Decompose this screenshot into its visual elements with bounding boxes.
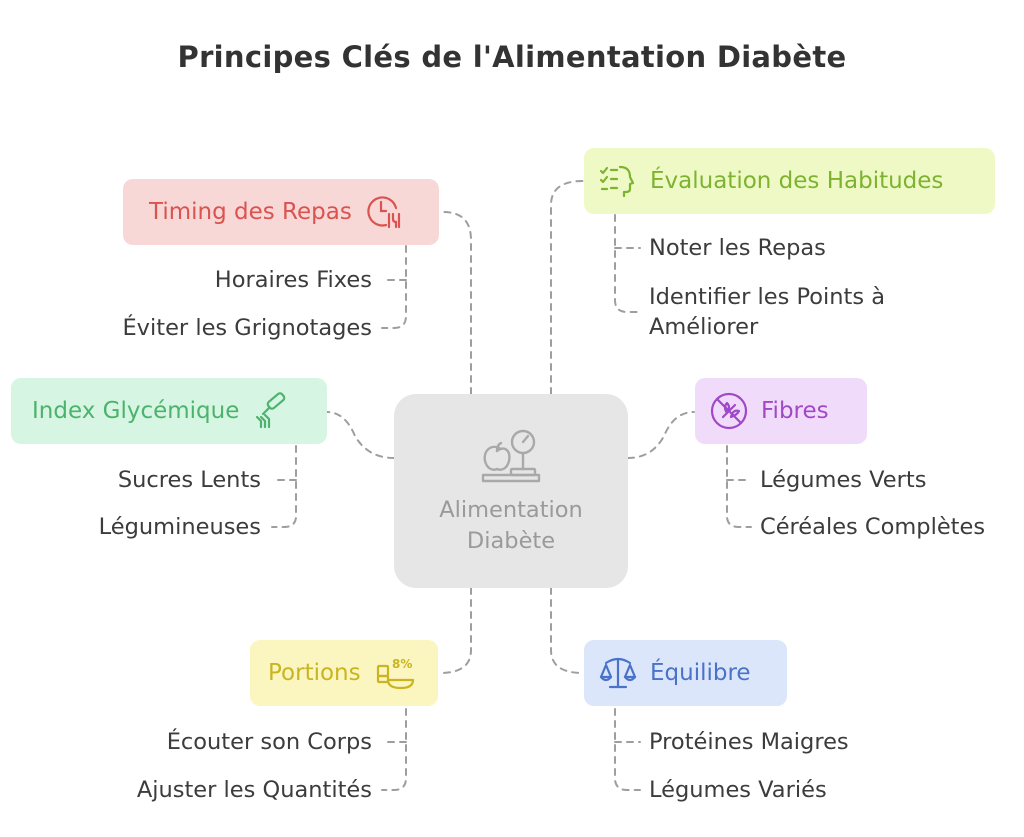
evaluation-item-2-cont: Améliorer bbox=[649, 314, 759, 340]
checklist-head-icon bbox=[598, 163, 636, 199]
branch-portions: Portions 8% bbox=[250, 640, 438, 706]
branch-equilibre-label: Équilibre bbox=[650, 660, 751, 686]
index-item-1: Sucres Lents bbox=[117, 467, 261, 493]
equilibre-item-1: Protéines Maigres bbox=[649, 729, 849, 755]
diagram-title: Principes Clés de l'Alimentation Diabète bbox=[177, 40, 847, 74]
portions-item-2: Ajuster les Quantités bbox=[136, 777, 372, 803]
connector-index bbox=[326, 411, 395, 459]
index-item-2: Légumineuses bbox=[98, 514, 261, 540]
connector-equilibre bbox=[550, 587, 584, 674]
fibres-item-2: Céréales Complètes bbox=[760, 514, 986, 540]
center-label-line1: Alimentation bbox=[439, 497, 583, 523]
branch-timing-label: Timing des Repas bbox=[149, 199, 352, 225]
connector-portions bbox=[439, 587, 472, 674]
fibres-item-1: Légumes Verts bbox=[760, 467, 927, 493]
evaluation-item-1: Noter les Repas bbox=[649, 235, 826, 261]
center-label-line2: Diabète bbox=[466, 528, 556, 554]
branch-evaluation: Évaluation des Habitudes bbox=[584, 148, 995, 214]
branch-index: Index Glycémique bbox=[11, 378, 327, 444]
glucose-meter-icon bbox=[251, 391, 291, 431]
clock-utensils-icon bbox=[366, 194, 402, 230]
branch-portions-label: Portions bbox=[268, 660, 361, 686]
connector-fibres bbox=[627, 411, 695, 459]
no-wheat-icon bbox=[709, 391, 749, 431]
branch-timing: Timing des Repas bbox=[123, 179, 439, 245]
branch-fibres-label: Fibres bbox=[761, 398, 829, 424]
equilibre-item-2: Légumes Variés bbox=[649, 777, 827, 803]
svg-text:8%: 8% bbox=[392, 657, 412, 671]
branch-evaluation-label: Évaluation des Habitudes bbox=[650, 168, 944, 194]
portion-scale-icon: 8% bbox=[375, 654, 417, 692]
branch-index-label: Index Glycémique bbox=[32, 398, 240, 424]
balance-icon bbox=[598, 653, 638, 693]
scale-apple-icon bbox=[475, 425, 547, 491]
branch-fibres: Fibres bbox=[695, 378, 867, 444]
timing-item-1: Horaires Fixes bbox=[214, 267, 372, 293]
evaluation-item-2: Identifier les Points à bbox=[649, 284, 886, 310]
center-node: Alimentation Diabète bbox=[394, 394, 628, 588]
connector-timing bbox=[442, 211, 472, 395]
connector-evaluation bbox=[550, 180, 584, 395]
branch-equilibre: Équilibre bbox=[584, 640, 787, 706]
portions-item-1: Écouter son Corps bbox=[166, 729, 372, 755]
timing-item-2: Éviter les Grignotages bbox=[122, 315, 372, 341]
